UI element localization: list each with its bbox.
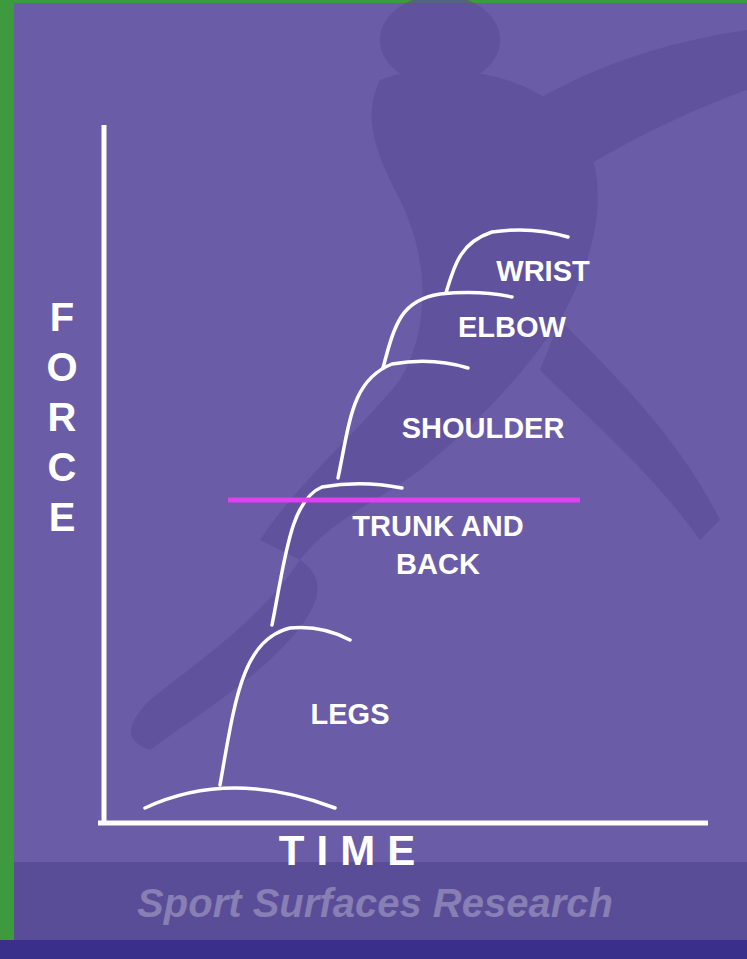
- force-curves: [145, 230, 568, 808]
- watermark: Sport Surfaces Research: [137, 881, 613, 926]
- green-border: [0, 0, 14, 959]
- segment-label: WRIST: [496, 255, 589, 288]
- segment-label: SHOULDER: [402, 412, 565, 445]
- segment-label: LEGS: [311, 698, 390, 731]
- footer-strip: [0, 940, 747, 959]
- trunk-curve: [272, 484, 402, 625]
- base-curve: [145, 788, 335, 808]
- axis-title: TIME: [279, 827, 427, 875]
- axis-title: FORCE: [42, 295, 82, 545]
- runner-silhouette: [131, 0, 747, 750]
- segment-label: ELBOW: [458, 311, 566, 344]
- green-border: [0, 0, 747, 3]
- force-axis: [102, 125, 107, 825]
- highlight-line: [228, 498, 580, 503]
- time-axis: [98, 821, 708, 826]
- segment-label: TRUNK AND BACK: [333, 507, 543, 583]
